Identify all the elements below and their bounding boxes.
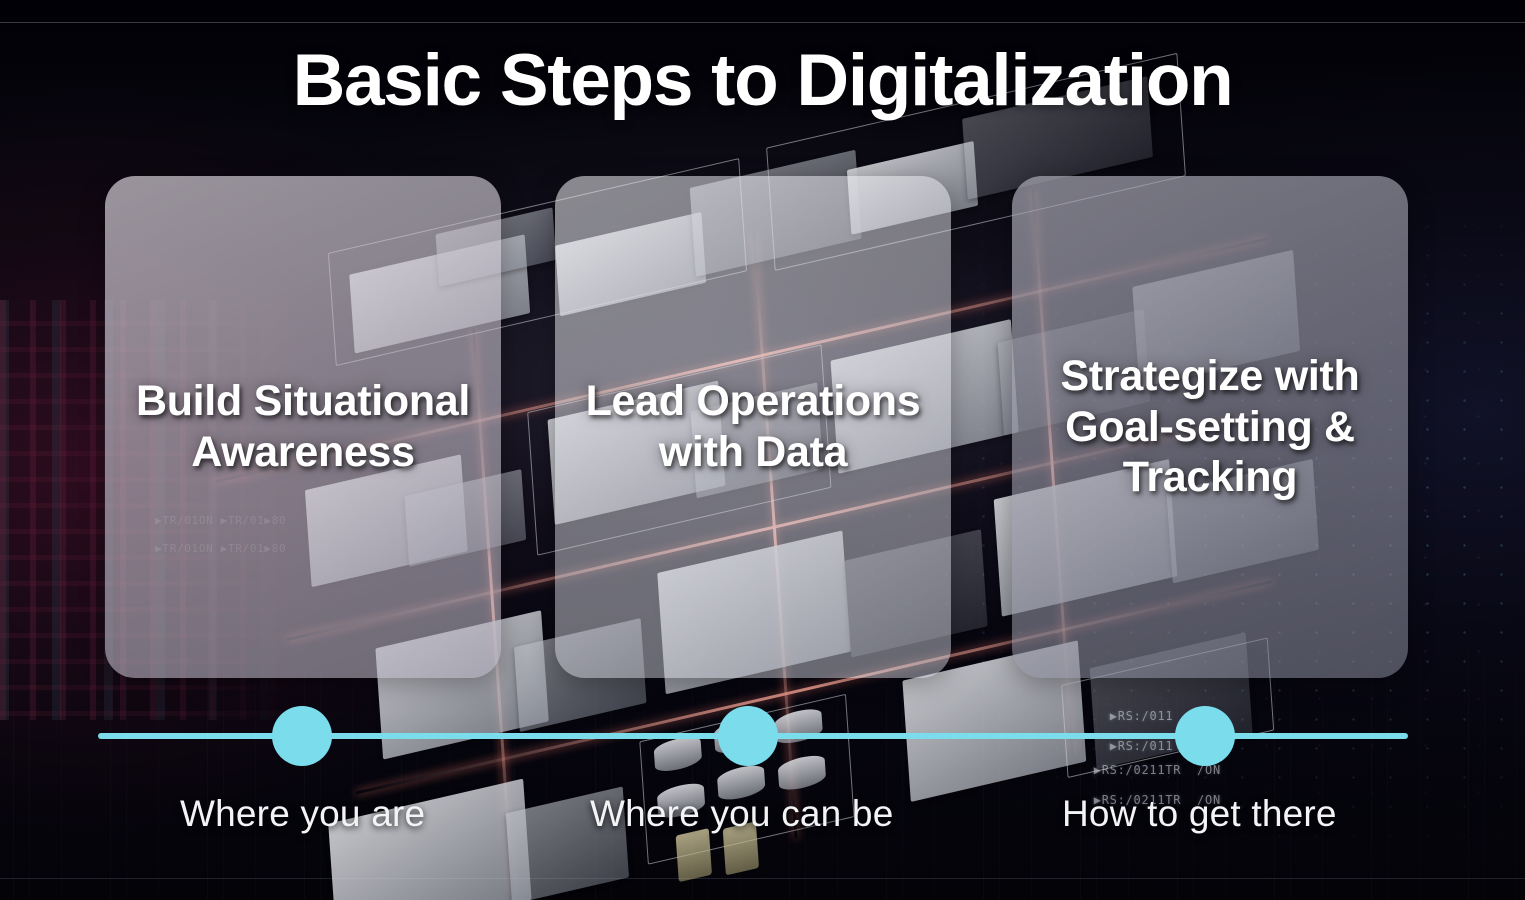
page-title: Basic Steps to Digitalization (292, 40, 1234, 121)
scanline-top (0, 22, 1525, 23)
card-title-line: Goal-setting & (1065, 402, 1355, 451)
timeline-dot-where-you-are[interactable] (272, 706, 332, 766)
card-title-line: Tracking (1122, 453, 1298, 502)
timeline-dot-where-you-can-be[interactable] (718, 706, 778, 766)
terminal-line: ▶RS:/011 (1109, 739, 1174, 753)
card-title-line: Build Situational (135, 377, 471, 426)
card-overlay-veil (555, 176, 951, 678)
terminal-text-right-lower: ▶RS:/0211TR /ON ▶RS:/0211TR /ON (1062, 748, 1221, 823)
card-situational-awareness[interactable]: Build Situational Awareness (105, 176, 501, 678)
timeline-caption-where-you-can-be: Where you can be (590, 793, 894, 834)
card-strategize[interactable]: Strategize with Goal-setting & Tracking (1012, 176, 1408, 678)
timeline-caption-where-you-are: Where you are (180, 793, 426, 834)
card-title: Strategize with Goal-setting & Tracking (1012, 351, 1408, 503)
timeline-dot-how-to-get-there[interactable] (1175, 706, 1235, 766)
card-title: Lead Operations with Data (555, 376, 951, 477)
card-title: Build Situational Awareness (105, 376, 501, 477)
scanline-bottom (0, 878, 1525, 879)
card-overlay-veil (105, 176, 501, 678)
terminal-line: ▶RS:/0211TR /ON (1093, 793, 1221, 807)
terminal-line: ▶RS:/0211TR /ON (1093, 763, 1221, 777)
card-lead-operations[interactable]: Lead Operations with Data (555, 176, 951, 678)
terminal-line: ▶RS:/011 (1109, 709, 1174, 723)
timeline-caption-how-to-get-there: How to get there (1062, 793, 1337, 834)
card-title-line: with Data (658, 428, 848, 476)
card-title-line: Awareness (191, 428, 415, 476)
card-title-line: Lead Operations (585, 377, 921, 426)
card-overlay-veil (1012, 176, 1408, 678)
terminal-text-right-upper: ▶RS:/011 ▶RS:/011 (1078, 694, 1173, 769)
card-title-line: Strategize with (1060, 351, 1360, 400)
